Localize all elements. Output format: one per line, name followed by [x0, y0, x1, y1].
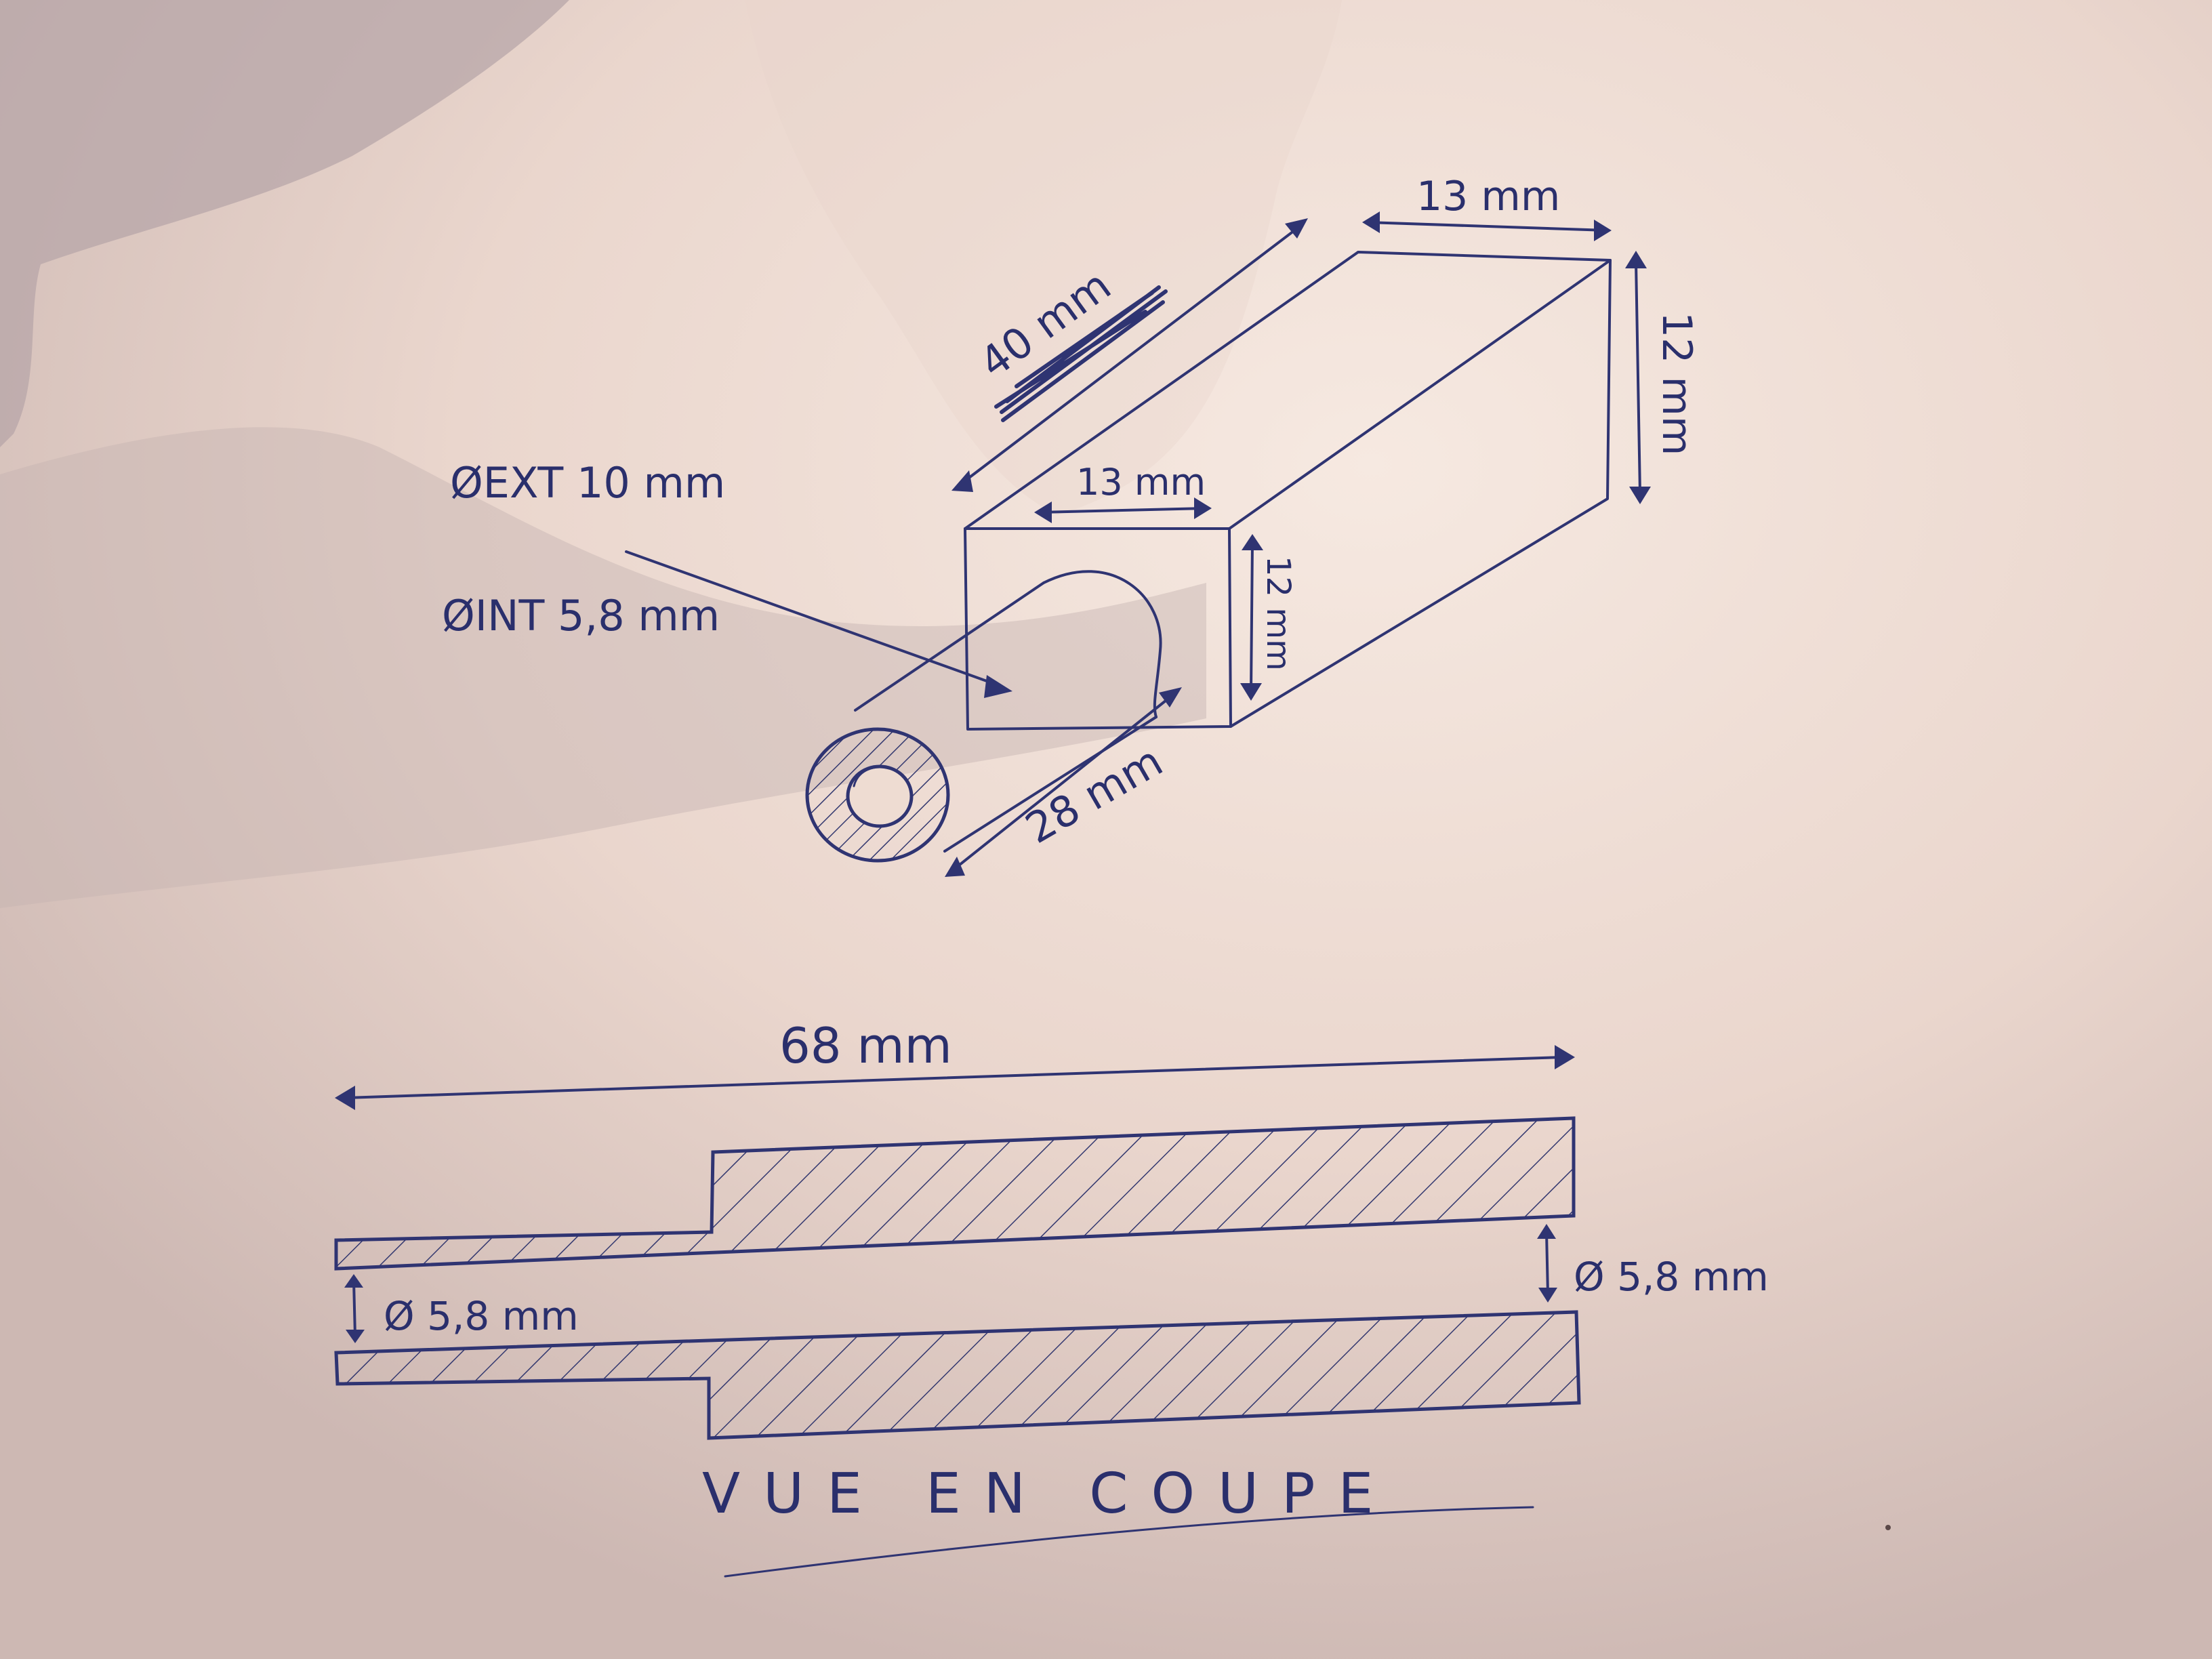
- shadow-band: [0, 427, 1206, 908]
- label-outer-diameter: ØEXT 10 mm: [450, 458, 725, 508]
- dim-line-bore-right: [1545, 1231, 1549, 1296]
- arrow-side-height-start: [1625, 251, 1647, 268]
- arrow-top-width-start: [1362, 211, 1380, 233]
- arrow-front-height-start: [1242, 534, 1263, 550]
- label-overall-length: 68 mm: [779, 1017, 952, 1074]
- arrow-length-end: [1285, 218, 1308, 239]
- arrow-front-width-start: [1034, 501, 1052, 523]
- arrow-tube-end: [1159, 687, 1182, 708]
- hand-shadow: [0, 0, 569, 447]
- arrow-overall-end: [1555, 1045, 1575, 1069]
- label-front-width: 13 mm: [1076, 461, 1206, 504]
- shadow-top: [745, 0, 1342, 515]
- dim-line-overall: [344, 1056, 1564, 1099]
- label-front-height: 12 mm: [1259, 556, 1297, 671]
- arrow-side-height-end: [1629, 487, 1651, 504]
- arrow-front-width-end: [1194, 497, 1212, 519]
- dim-line-front-height: [1250, 541, 1254, 693]
- arrow-front-height-end: [1240, 683, 1262, 701]
- label-inner-diameter: ØINT 5,8 mm: [442, 591, 720, 640]
- lower-wall: [334, 1310, 1581, 1440]
- tube-inner-bore: [846, 764, 914, 828]
- dim-line-bore-left: [352, 1279, 356, 1338]
- bar-back-edge: [1229, 259, 1612, 728]
- section-view: 68 mm Ø 5,8 mm Ø 5,8 mm VUE EN COUPE: [334, 1017, 1891, 1578]
- arrow-top-width-end: [1594, 220, 1612, 241]
- label-side-height: 12 mm: [1653, 312, 1700, 455]
- arrow-bore-left-bottom: [346, 1330, 365, 1343]
- label-bore-left: Ø 5,8 mm: [384, 1293, 579, 1339]
- arrow-length-start: [951, 470, 973, 492]
- arrow-bore-left-top: [344, 1274, 363, 1288]
- arrow-bore-right-bottom: [1538, 1288, 1557, 1303]
- section-caption: VUE EN COUPE: [702, 1462, 1396, 1526]
- arrow-leader: [984, 675, 1012, 698]
- leader-diameter: [625, 550, 998, 686]
- arrow-overall-start: [335, 1086, 355, 1110]
- tube-end-arc: [1042, 570, 1162, 718]
- arrow-tube-start: [945, 857, 965, 877]
- scribble-struck: [994, 285, 1168, 422]
- tube-body: [854, 581, 1158, 853]
- dim-line-top-width: [1366, 221, 1609, 232]
- bar-top-edges: [964, 251, 1612, 530]
- caption-underline: [724, 1506, 1534, 1578]
- label-top-width: 13 mm: [1416, 173, 1560, 220]
- dim-line-tube-length: [951, 694, 1174, 872]
- dim-line-length: [960, 225, 1301, 485]
- dim-line-side-height: [1635, 260, 1641, 495]
- upper-wall: [334, 1116, 1576, 1271]
- label-bore-right: Ø 5,8 mm: [1574, 1254, 1769, 1300]
- dim-line-front-width: [1038, 507, 1208, 514]
- arrow-bore-right-top: [1537, 1224, 1556, 1239]
- tube-bore-shade: [853, 766, 890, 787]
- paper-speck: [1885, 1525, 1891, 1530]
